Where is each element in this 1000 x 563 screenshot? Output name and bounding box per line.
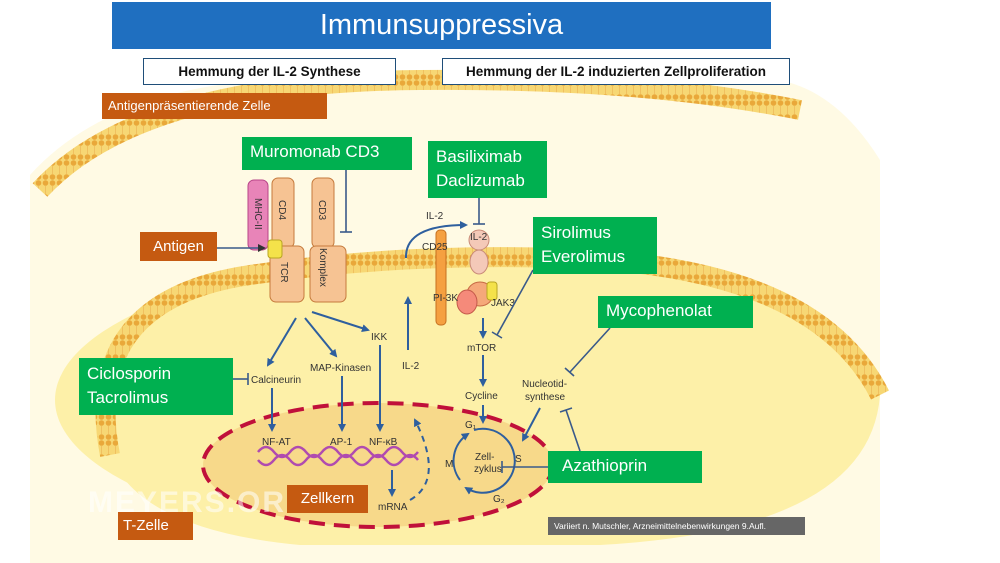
antigen-label: Antigen: [140, 232, 217, 261]
drug-tacrolimus-name: Tacrolimus: [87, 388, 169, 407]
drug-muromonab: Muromonab CD3: [242, 137, 412, 170]
komplex-label: Komplex: [317, 248, 328, 287]
calcineurin-label: Calcineurin: [251, 375, 301, 386]
cd25-label: CD25: [422, 242, 448, 253]
drug-mycophenolat: Mycophenolat: [598, 296, 753, 328]
il2-receptor-label: IL-2: [470, 232, 488, 243]
cd3-label: CD3: [316, 200, 327, 220]
s-label: S: [515, 454, 522, 465]
drug-basiliximab-daclizumab: Basiliximab Daclizumab: [428, 141, 547, 198]
drug-muromonab-name: Muromonab CD3: [250, 142, 380, 161]
cycline-label: Cycline: [465, 391, 498, 402]
nucleus-label: Zellkern: [287, 485, 368, 513]
tcr-complex: MHC-II CD4 CD3 TCR Komplex: [247, 177, 347, 303]
m-label: M: [445, 459, 453, 470]
map-kinasen-label: MAP-Kinasen: [310, 363, 371, 374]
drug-ciclosporin-tacrolimus: Ciclosporin Tacrolimus: [79, 358, 233, 415]
drug-basiliximab-name: Basiliximab: [436, 147, 522, 166]
jak3-label: JAK3: [491, 298, 515, 309]
il2-secreted-label: IL-2: [402, 361, 420, 372]
g2-label: G₂: [493, 494, 505, 505]
zellzyklus-label-2: zyklus: [474, 464, 502, 475]
nfat-label: NF-AT: [262, 437, 291, 448]
inhibition-lines: [217, 170, 611, 473]
drug-daclizumab-name: Daclizumab: [436, 171, 525, 190]
g1-label: G₁: [465, 420, 477, 431]
ikk-label: IKK: [371, 332, 387, 343]
header-il2-synthesis: Hemmung der IL-2 Synthese: [143, 58, 396, 85]
source-citation: Variiert n. Mutschler, Arzneimittelneben…: [548, 517, 805, 535]
cd4-label: CD4: [276, 200, 287, 220]
drug-sirolimus-name: Sirolimus: [541, 223, 611, 242]
nucleotid-label-1: Nucleotid-: [522, 379, 567, 390]
nfkb-label: NF-κB: [369, 437, 398, 448]
nucleotid-label-2: synthese: [525, 392, 565, 403]
apc-label: Antigenpräsentierende Zelle: [102, 93, 327, 119]
watermark: MEYERS.ORG: [88, 486, 312, 519]
tcr-label: TCR: [278, 262, 289, 283]
drug-ciclosporin-name: Ciclosporin: [87, 364, 172, 383]
mtor-label: mTOR: [467, 343, 496, 354]
drug-azathioprin: Azathioprin: [548, 451, 702, 483]
mhc-label: MHC-II: [252, 198, 263, 230]
il2-receptor: CD25 IL-2 IL-2 PI-3K JAK3: [422, 211, 515, 326]
pathway-arrows: [266, 221, 541, 501]
cell-cycle: [452, 427, 516, 495]
page-title: Immunsuppressiva: [112, 2, 771, 49]
mrna-label: mRNA: [378, 502, 408, 513]
pathway-labels: Calcineurin MAP-Kinasen IKK NF-AT AP-1 N…: [251, 332, 567, 513]
drug-mycophenolat-name: Mycophenolat: [606, 301, 712, 320]
tcell-label: T-Zelle: [118, 512, 193, 540]
il2-ligand-label: IL-2: [426, 211, 444, 222]
drug-everolimus-name: Everolimus: [541, 247, 626, 266]
header-il2-proliferation: Hemmung der IL-2 induzierten Zellprolife…: [442, 58, 790, 85]
drug-azathioprin-name: Azathioprin: [562, 456, 648, 475]
ap1-label: AP-1: [330, 437, 353, 448]
zellzyklus-label-1: Zell-: [475, 452, 494, 463]
pi3k-label: PI-3K: [433, 293, 458, 304]
drug-sirolimus-everolimus: Sirolimus Everolimus: [533, 217, 657, 274]
